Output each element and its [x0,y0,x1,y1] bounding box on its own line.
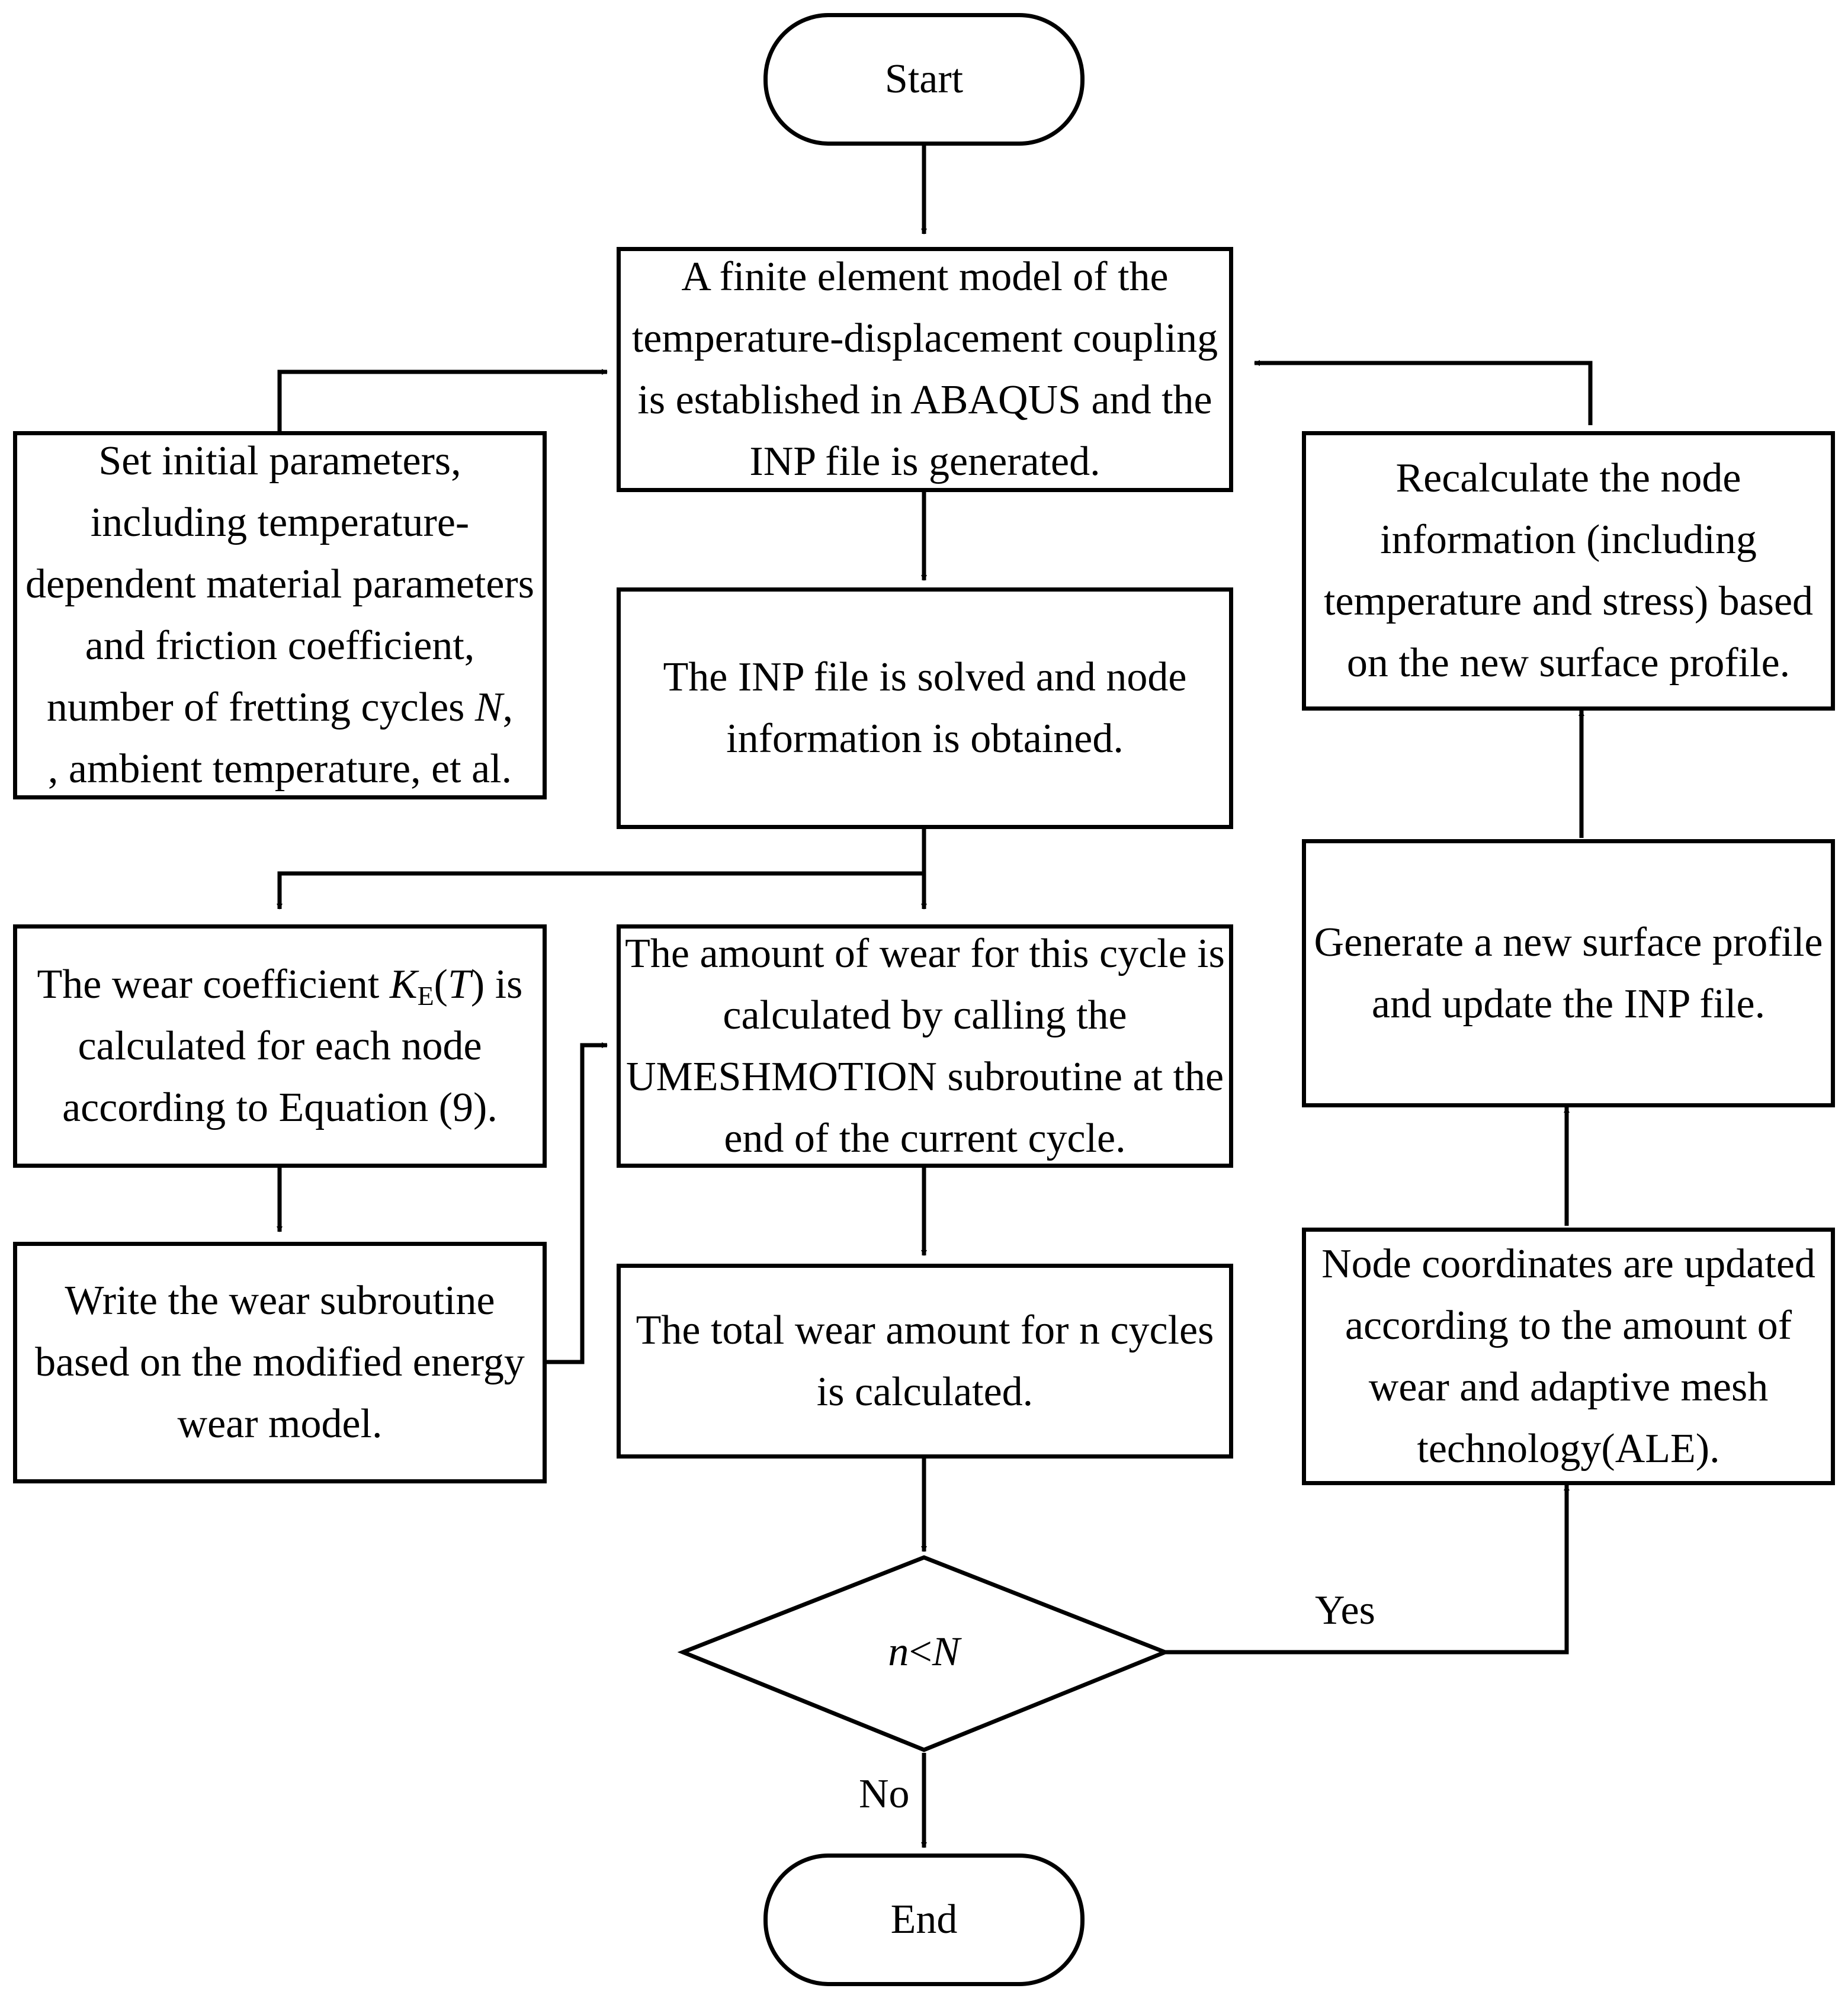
fem-model-line-1: A finite element model of the [681,254,1169,300]
recalc-line-4: on the new surface profile. [1346,640,1791,686]
write-line-1: Write the wear subroutine [65,1278,495,1324]
arrow-decision-to-node-coords [1164,1485,1570,1655]
arrow-recalc-to-model [1254,360,1593,425]
coeff-line-2: calculated for each node [78,1023,482,1069]
decision-operator: < [909,1629,932,1675]
node-coordinates-box: Node coordinates are updated according t… [1302,1228,1835,1485]
params-line-6: , ambient temperature, et al. [47,746,512,792]
params-line-4: and friction coefficient, [85,623,475,669]
wear-amount-line-4: end of the current cycle. [724,1115,1126,1161]
solve-inp-box: The INP file is solved and node informat… [617,587,1233,829]
params-line-1: Set initial parameters, [98,438,461,484]
start-label: Start [884,56,964,102]
params-var-N: N [474,685,503,730]
fem-model-line-4: INP file is generated. [749,439,1101,484]
recalc-line-1: Recalculate the node [1395,455,1741,501]
fem-model-line-3: is established in ABAQUS and the [637,377,1212,423]
end-label: End [890,1897,958,1942]
decision-var-N: N [932,1629,960,1675]
fem-model-line-2: temperature-displacement coupling [631,316,1218,361]
total-line-1: The total wear amount for n cycles [636,1307,1214,1353]
no-label: No [859,1771,910,1817]
coords-line-4: technology(ALE). [1417,1425,1720,1472]
total-wear-box: The total wear amount for n cycles is ca… [617,1264,1233,1459]
coords-line-2: according to the amount of [1345,1302,1792,1348]
start-terminal: Start [763,13,1085,146]
write-line-2: based on the modified energy [35,1340,525,1385]
solve-line-2: information is obtained. [726,716,1124,762]
fem-model-box: A finite element model of the temperatur… [617,247,1233,492]
arrow-write-to-wear-amount [547,1042,608,1364]
coeff-symbol-T: T [447,961,471,1007]
params-line-3: dependent material parameters [25,561,534,607]
wear-coefficient-box: The wear coefficient KE(T) is calculated… [13,924,547,1168]
total-line-2: is calculated. [816,1369,1034,1415]
coeff-line-1a: The wear coefficient [37,961,390,1007]
recalc-line-3: temperature and stress) based [1323,579,1814,624]
arrow-split-to-wear-coeff [277,871,924,910]
decision-condition: n<N [806,1628,1042,1676]
coeff-symbol-sub: E [417,980,434,1011]
wear-amount-line-2: calculated by calling the [723,992,1127,1038]
wear-amount-box: The amount of wear for this cycle is cal… [617,924,1233,1168]
decision-diamond [677,1555,1171,1752]
write-subroutine-box: Write the wear subroutine based on the m… [13,1242,547,1483]
coeff-line-1b: is [485,961,523,1007]
coeff-line-3: according to Equation (9). [62,1084,498,1130]
arrow-params-to-model [277,369,608,431]
write-line-3: wear model. [177,1401,383,1447]
wear-amount-line-3: UMESHMOTION subroutine at the [625,1053,1224,1100]
end-terminal: End [763,1854,1085,1986]
recalculate-box: Recalculate the node information (includ… [1302,431,1835,711]
coeff-symbol-K: K [389,961,418,1007]
new-profile-box: Generate a new surface profile and updat… [1302,839,1835,1107]
profile-line-1: Generate a new surface profile [1314,919,1823,965]
yes-label: Yes [1315,1588,1375,1633]
initial-params-box: Set initial parameters, including temper… [13,431,547,799]
recalc-line-2: information (including [1380,517,1757,563]
coords-line-3: wear and adaptive mesh [1368,1364,1769,1410]
profile-line-2: and update the INP file. [1371,981,1766,1027]
params-line-5: number of fretting cycles [46,685,475,730]
params-line-2: including temperature- [90,500,470,545]
decision-var-n: n [888,1629,909,1675]
solve-line-1: The INP file is solved and node [663,654,1187,700]
coords-line-1: Node coordinates are updated [1321,1241,1815,1287]
wear-amount-line-1: The amount of wear for this cycle is [625,930,1225,976]
